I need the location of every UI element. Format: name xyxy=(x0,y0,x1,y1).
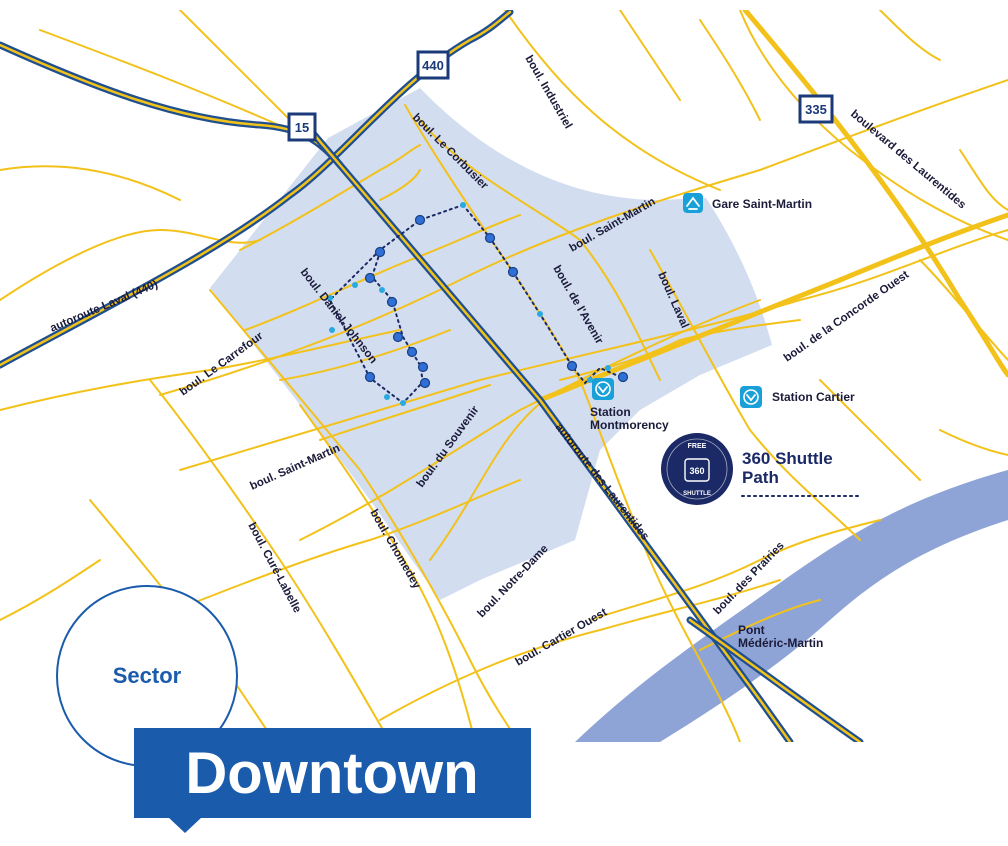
shuttle-stop xyxy=(484,232,496,244)
free-shuttle-badge xyxy=(661,433,733,505)
shuttle-stop xyxy=(507,266,519,278)
bus-icon xyxy=(684,458,710,482)
street-label-concorde-ouest: boul. de la Concorde Ouest xyxy=(782,269,911,365)
shuttle-waypoint xyxy=(537,311,543,317)
shuttle-path xyxy=(327,202,629,406)
shuttle-stop xyxy=(374,246,386,258)
sector-label: Sector xyxy=(113,663,182,688)
highway-shield-15: 15 xyxy=(287,112,317,142)
shuttle-waypoint xyxy=(587,377,593,383)
sector-name: Downtown xyxy=(185,741,478,806)
shuttle-waypoint xyxy=(327,295,333,301)
shuttle-waypoint xyxy=(384,394,390,400)
svg-text:440: 440 xyxy=(422,58,444,73)
shuttle-stop xyxy=(364,272,376,284)
svg-text:335: 335 xyxy=(805,102,827,117)
svg-text:360: 360 xyxy=(689,466,704,476)
sector-name-banner xyxy=(134,728,531,818)
banner-pointer xyxy=(168,817,202,833)
sector-badge: Sector Downtown xyxy=(56,585,531,833)
highway-shield-335: 335 xyxy=(798,94,834,124)
shuttle-stop xyxy=(406,346,418,358)
street-label-le-carrefour: boul. Le Carrefour xyxy=(178,330,266,399)
shuttle-waypoint xyxy=(329,327,335,333)
svg-text:Station Cartier: Station Cartier xyxy=(772,390,855,404)
shuttle-stop xyxy=(392,331,404,343)
street-label-saint-martin-west: boul. Saint-Martin xyxy=(248,442,342,492)
shuttle-stop xyxy=(617,371,629,383)
shuttle-stop xyxy=(386,296,398,308)
highway-label-laval-440: autoroute Laval (440) xyxy=(48,278,159,334)
station-cartier: Station Cartier xyxy=(740,386,855,408)
svg-text:SHUTTLE: SHUTTLE xyxy=(683,491,711,497)
boulevard-des-laurentides-road xyxy=(742,10,1008,378)
shuttle-stop xyxy=(364,371,376,383)
shuttle-stop xyxy=(417,361,429,373)
shuttle-stop xyxy=(566,360,578,372)
highway-shield-440: 440 xyxy=(416,50,450,80)
svg-text:Gare Saint-Martin: Gare Saint-Martin xyxy=(712,197,812,211)
svg-text:FREE: FREE xyxy=(688,443,707,450)
shuttle-waypoint xyxy=(352,282,358,288)
street-label-cure-labelle: boul. Curé-Labelle xyxy=(245,521,303,615)
shuttle-waypoint xyxy=(460,202,466,208)
shuttle-waypoint xyxy=(379,287,385,293)
shuttle-stop xyxy=(414,214,426,226)
river xyxy=(575,470,1008,742)
boul-concorde-road xyxy=(537,212,1008,403)
highways xyxy=(0,10,864,742)
shuttle-waypoint xyxy=(605,365,611,371)
station-gare-saint-martin: Gare Saint-Martin xyxy=(683,193,812,213)
svg-text:15: 15 xyxy=(295,120,309,135)
shuttle-waypoint xyxy=(400,400,406,406)
street-label-cartier-ouest: boul. Cartier Ouest xyxy=(514,606,610,668)
train-icon xyxy=(683,193,703,213)
shuttle-stop xyxy=(419,377,431,389)
